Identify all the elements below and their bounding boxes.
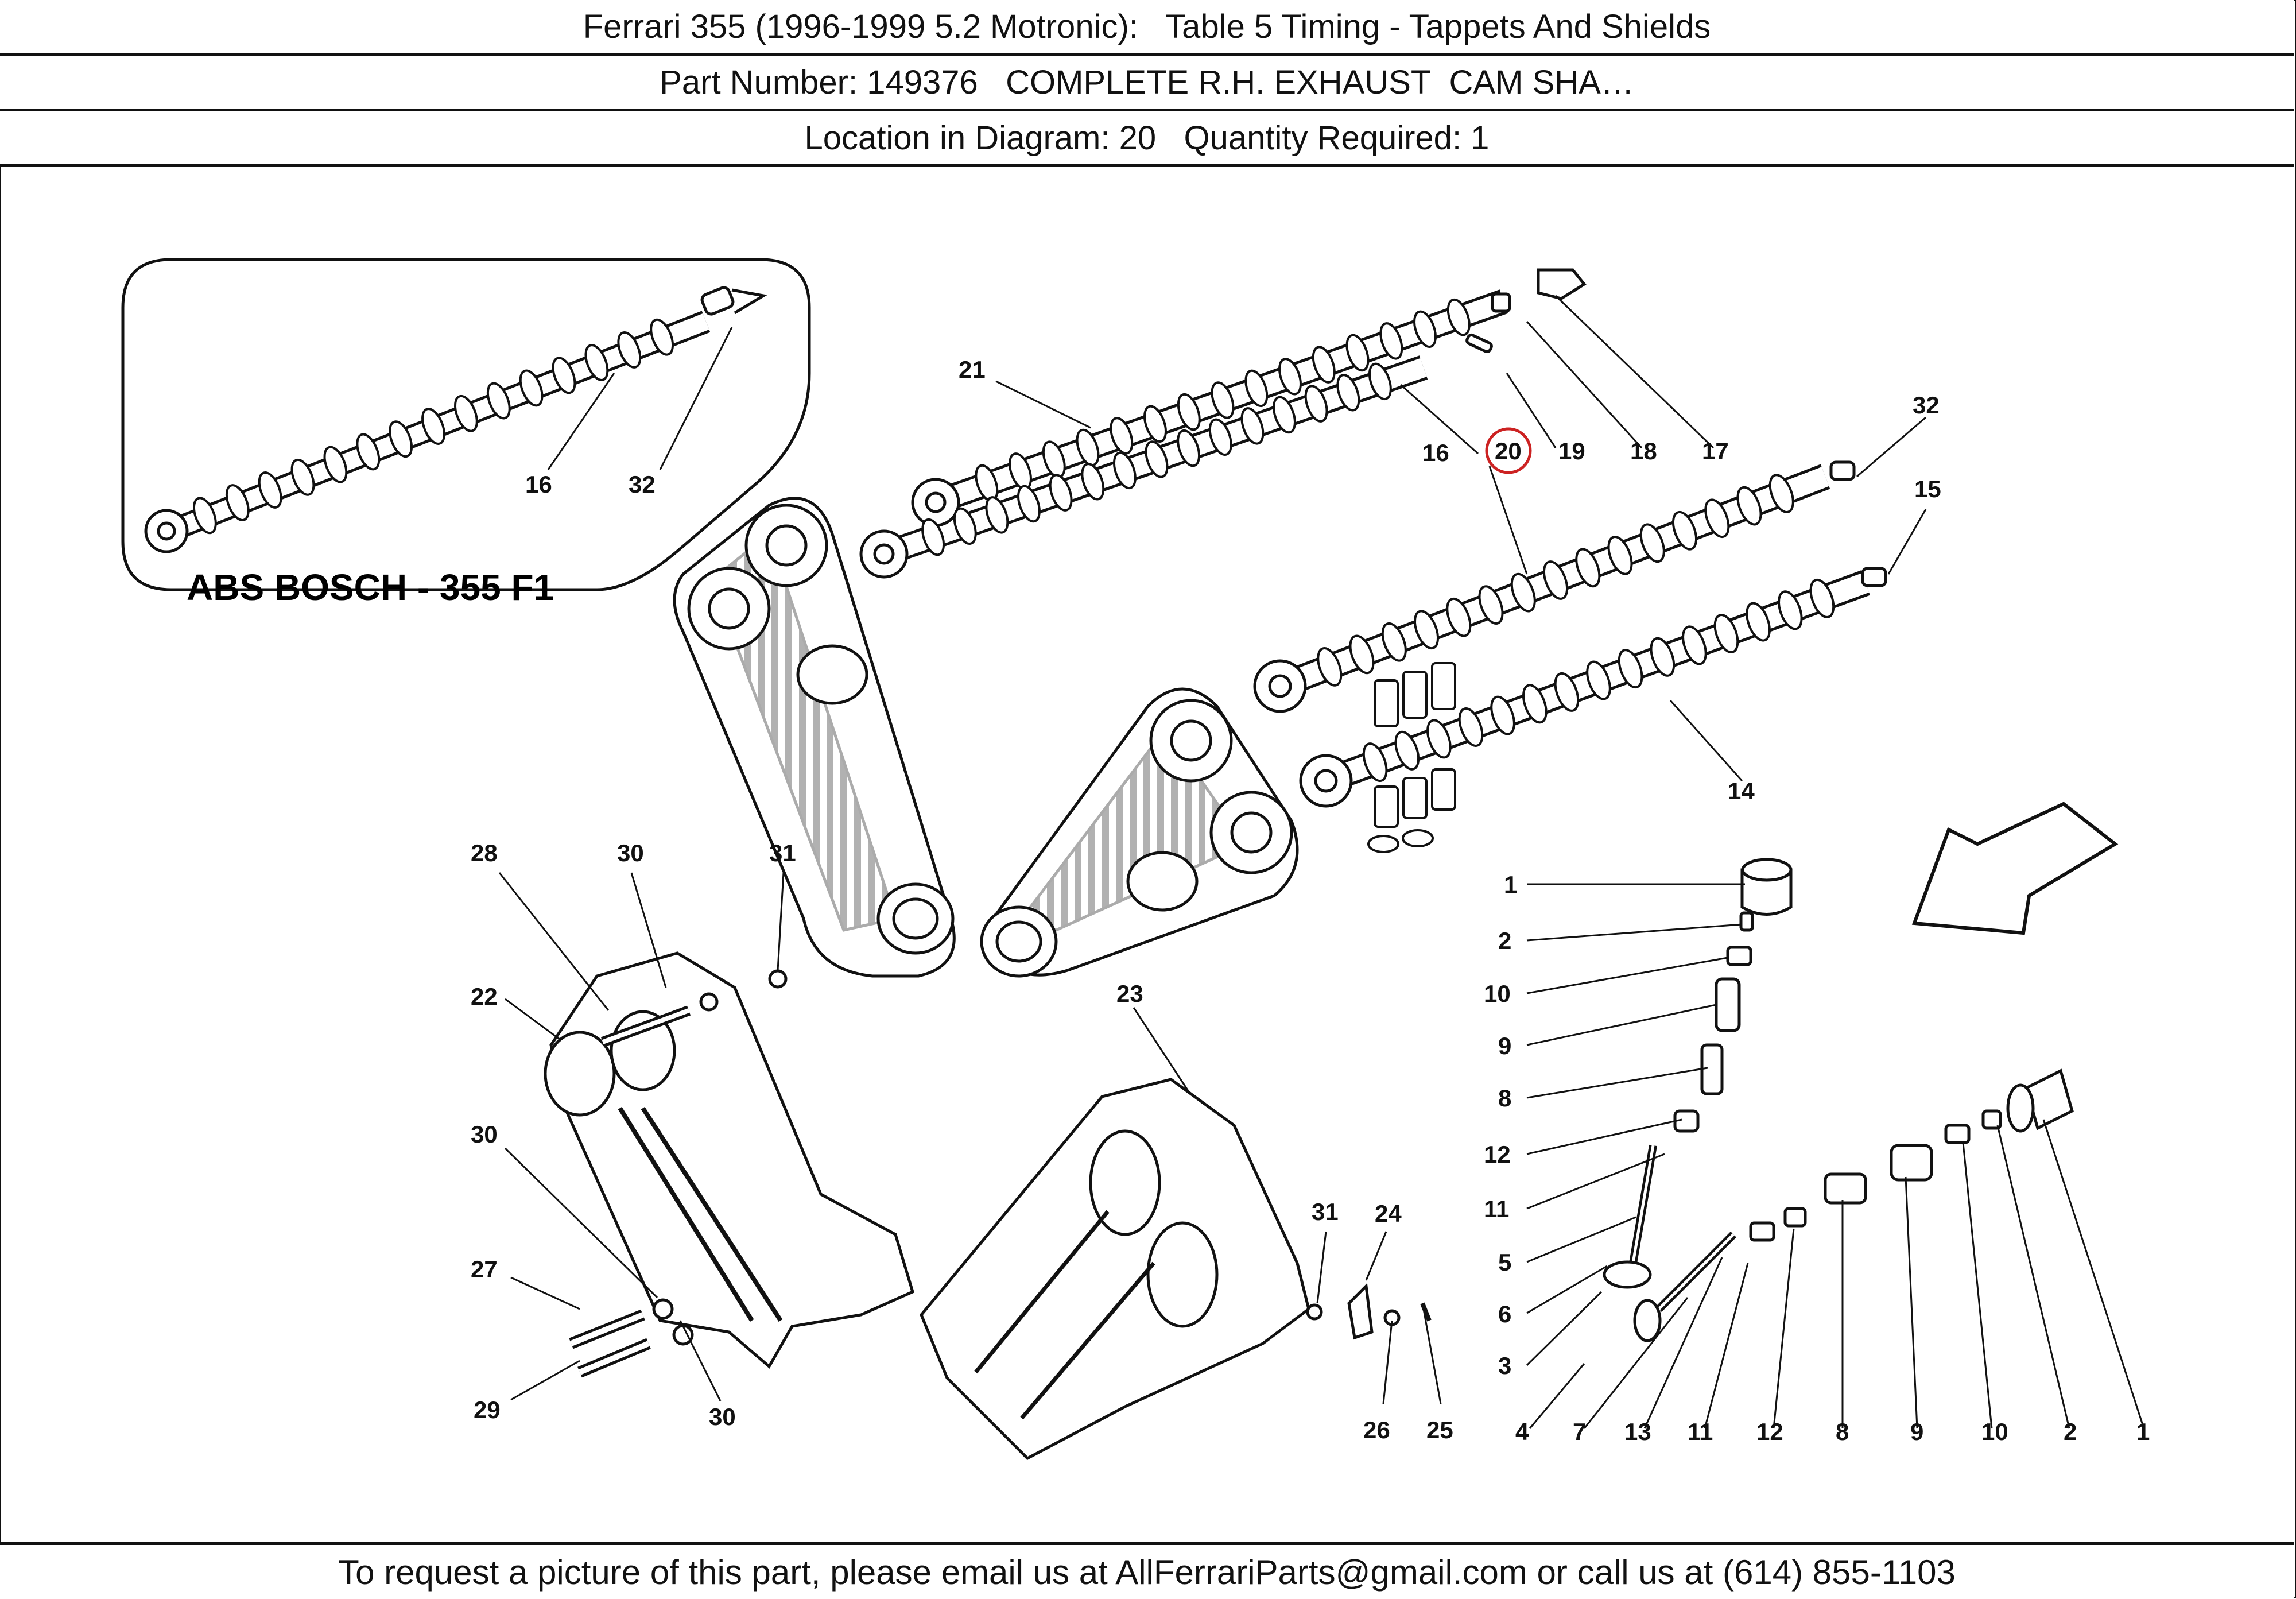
valve-stack-horizontal [1633, 1068, 2074, 1342]
callout-bottom-12: 12 [1756, 1418, 1783, 1445]
leader-lines [498, 295, 2145, 1429]
callout-left-1: 1 [1504, 871, 1517, 898]
callout-32-inset: 32 [629, 471, 656, 498]
callout-left-2: 2 [1498, 927, 1511, 954]
callout-17: 17 [1702, 438, 1729, 464]
callout-27: 27 [471, 1256, 498, 1283]
callout-labels: 21 20 19 18 17 16 32 16 32 15 14 28 30 3… [471, 356, 2150, 1445]
bolts-27-29 [569, 969, 788, 1378]
inset-caption: ABS BOSCH - 355 F1 [187, 567, 554, 608]
top-camshaft-lobes [921, 298, 1471, 556]
valve-stack-vertical [1603, 858, 1793, 1289]
callout-20: 20 [1495, 438, 1522, 464]
callout-26: 26 [1363, 1416, 1390, 1443]
inset-camshaft-lobes [192, 318, 674, 535]
location-quantity-line: Location in Diagram: 20 Quantity Require… [0, 111, 2294, 167]
callout-bottom-9: 9 [1910, 1418, 1923, 1445]
callout-30-mid: 30 [471, 1121, 498, 1148]
callout-bottom-11: 11 [1688, 1418, 1713, 1445]
callout-left-12: 12 [1484, 1141, 1511, 1168]
callout-18: 18 [1630, 438, 1657, 464]
right-camshaft-lobes [1317, 474, 1835, 783]
callout-bottom-4: 4 [1515, 1418, 1529, 1445]
callout-32: 32 [1913, 392, 1940, 419]
callout-bottom-7: 7 [1573, 1418, 1586, 1445]
callout-19: 19 [1558, 438, 1585, 464]
parts-diagram: ABS BOSCH - 355 F1 [121, 258, 2150, 1461]
timing-belt-right [980, 687, 1299, 978]
callout-16: 16 [1422, 439, 1449, 466]
timing-belt-left [673, 497, 956, 978]
callout-left-11: 11 [1484, 1195, 1509, 1222]
callout-30-top: 30 [617, 839, 644, 866]
cam-valve-springs [1367, 662, 1456, 853]
callout-31-right: 31 [1312, 1198, 1339, 1225]
highlight-ring [1485, 427, 1532, 474]
callout-left-10: 10 [1484, 980, 1511, 1007]
page-title: Ferrari 355 (1996-1999 5.2 Motronic): Ta… [0, 0, 2294, 56]
callout-23: 23 [1116, 980, 1143, 1007]
clip-24-screws [1306, 1283, 1432, 1340]
callout-bottom-8: 8 [1836, 1418, 1849, 1445]
timing-cover-22 [544, 951, 915, 1369]
right-camshaft-assembly [1253, 460, 1887, 808]
callout-15: 15 [1914, 475, 1941, 502]
callout-29: 29 [474, 1396, 501, 1423]
callout-left-6: 6 [1498, 1300, 1511, 1327]
callout-31-left: 31 [769, 839, 796, 866]
callout-16-inset: 16 [525, 471, 552, 498]
callout-28: 28 [471, 839, 498, 866]
direction-arrow [1911, 802, 2119, 935]
callout-left-3: 3 [1498, 1352, 1511, 1379]
callout-bottom-10: 10 [1981, 1418, 2008, 1445]
timing-cover-23 [920, 1078, 1310, 1461]
callout-bottom-13: 13 [1624, 1418, 1651, 1445]
callout-left-8: 8 [1498, 1085, 1511, 1112]
callout-21: 21 [959, 356, 986, 383]
callout-25: 25 [1426, 1416, 1453, 1443]
callout-14: 14 [1728, 777, 1755, 804]
callout-bottom-1: 1 [2136, 1418, 2150, 1445]
callout-bottom-2: 2 [2064, 1418, 2077, 1445]
callout-left-9: 9 [1498, 1032, 1511, 1059]
callout-22: 22 [471, 983, 498, 1010]
contact-footer: To request a picture of this part, pleas… [0, 1542, 2294, 1599]
callout-left-5: 5 [1498, 1249, 1511, 1276]
part-number-line: Part Number: 149376 COMPLETE R.H. EXHAUS… [0, 56, 2294, 111]
callout-30-bottom: 30 [709, 1403, 736, 1430]
callout-24: 24 [1375, 1200, 1402, 1227]
